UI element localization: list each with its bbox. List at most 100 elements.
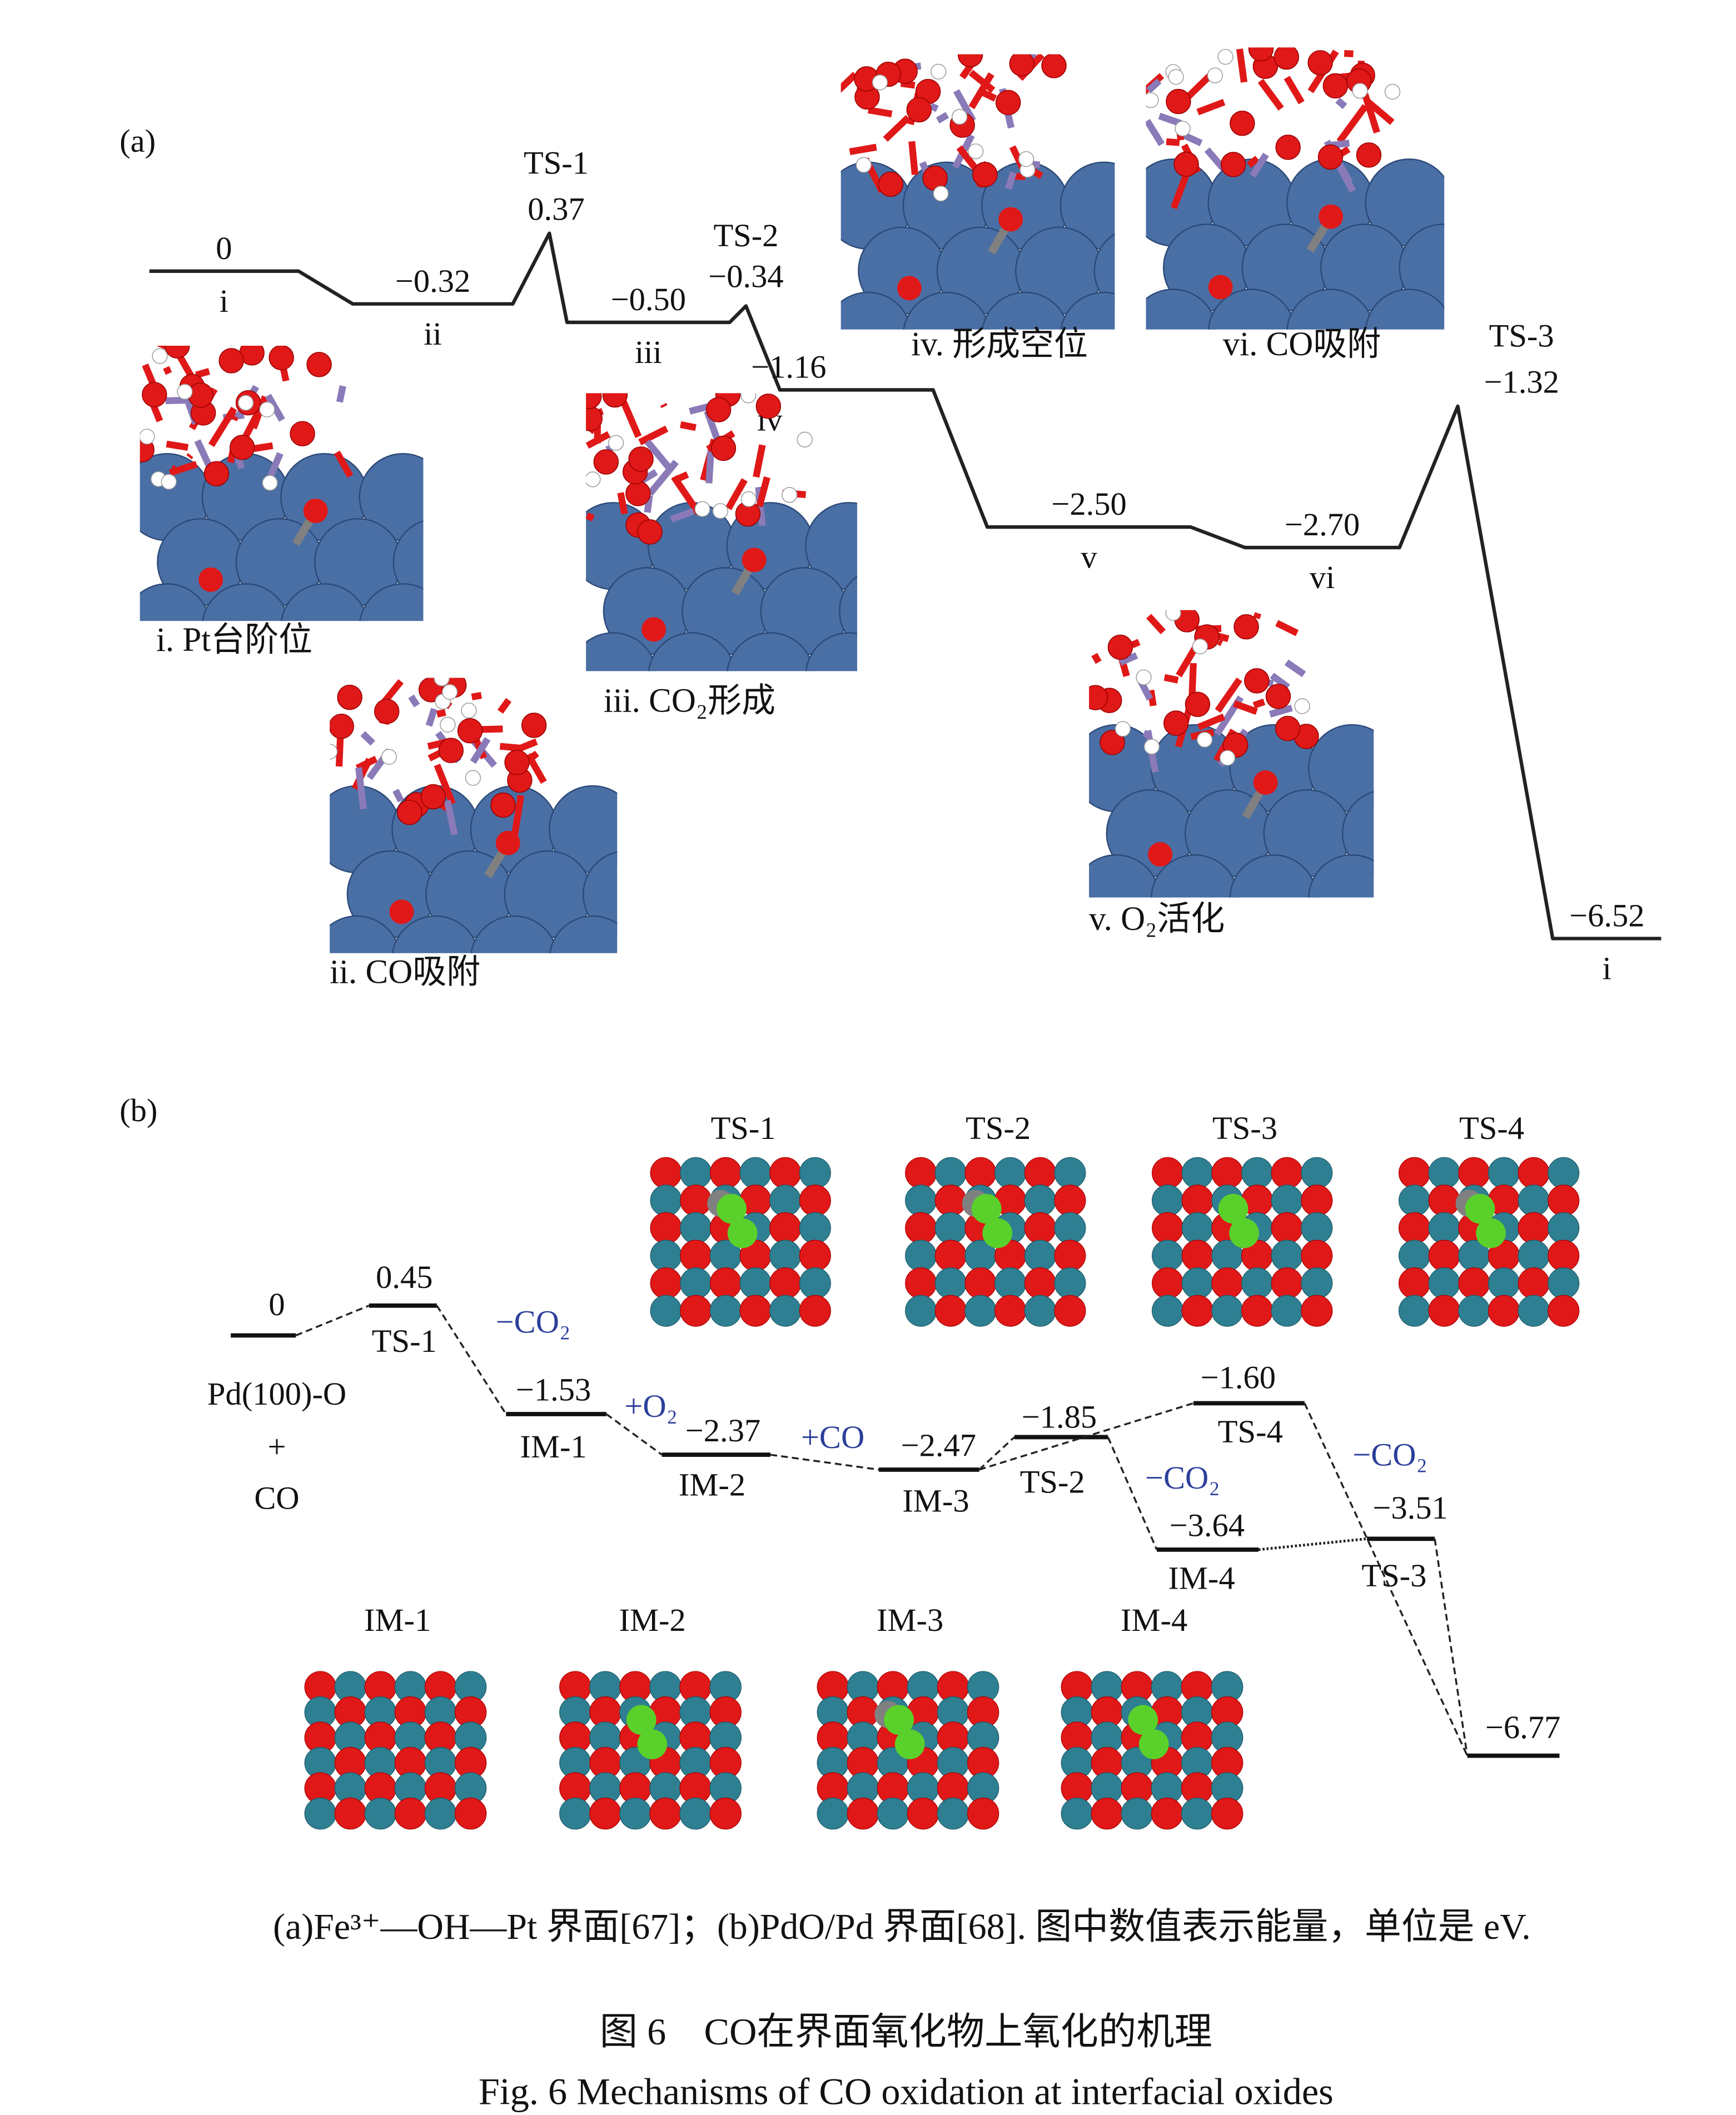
o-atom	[306, 352, 332, 377]
pd-atom	[1428, 1157, 1460, 1189]
h-atom	[855, 157, 872, 173]
pd-atom	[304, 1797, 337, 1830]
h-atom	[694, 501, 710, 517]
o-atom	[641, 617, 666, 642]
o-atom	[964, 1267, 997, 1300]
o-atom	[934, 1295, 967, 1327]
o-atom	[602, 393, 628, 408]
state-label-b: IM-3	[902, 1483, 969, 1519]
bond	[1250, 152, 1269, 178]
adsorbate-atom	[971, 1193, 1002, 1224]
start-state-label: +	[268, 1429, 286, 1465]
o-atom	[290, 421, 315, 446]
h-atom	[1143, 739, 1160, 755]
state-label-b: IM-1	[520, 1429, 586, 1465]
structure-caption: iv. 形成空位	[911, 326, 1088, 363]
pt-atom	[1286, 288, 1375, 330]
atomic-structure	[140, 345, 424, 621]
bond	[929, 103, 939, 112]
o-atom	[1548, 1295, 1580, 1327]
pd-atom	[680, 1267, 712, 1300]
bond	[1146, 614, 1166, 635]
bond	[444, 799, 458, 835]
pd-atom	[559, 1797, 591, 1830]
o-atom	[337, 684, 362, 710]
o-atom	[330, 713, 354, 739]
atomic-structure	[840, 54, 1115, 330]
pd-atom	[769, 1295, 802, 1327]
h-atom	[238, 395, 254, 411]
pd-atom	[964, 1295, 997, 1327]
pd-atom	[1271, 1295, 1303, 1327]
pt-atom	[982, 291, 1069, 330]
state-label-a: vi	[1310, 559, 1335, 595]
h-atom	[740, 491, 757, 507]
pd-atom	[1301, 1212, 1333, 1244]
pd-atom	[1054, 1267, 1086, 1300]
o-atom	[1151, 1797, 1183, 1830]
pd-atom	[709, 1295, 742, 1327]
atomic-structure	[1089, 610, 1374, 898]
o-atom	[1181, 1240, 1213, 1272]
adsorbate-atom	[894, 1729, 925, 1759]
structure-caption: vi. CO吸附	[1223, 326, 1381, 363]
energy-value-a: −2.70	[1285, 506, 1360, 543]
o-atom	[198, 567, 223, 592]
pt-atom	[586, 632, 657, 671]
bond	[470, 736, 491, 764]
h-atom	[1219, 750, 1236, 766]
pd-atom	[1024, 1295, 1056, 1327]
energy-path-a	[149, 231, 1662, 940]
o-atom	[799, 1185, 831, 1217]
atomic-structure	[330, 678, 618, 953]
pt-atom	[1093, 233, 1115, 308]
co-o-atom	[303, 499, 328, 524]
o-atom	[1274, 47, 1299, 70]
pd-atom	[1024, 1185, 1056, 1217]
h-atom	[1136, 669, 1152, 685]
bond	[1215, 677, 1242, 713]
o-atom	[897, 276, 922, 301]
h-atom	[608, 435, 624, 451]
o-atom	[1428, 1295, 1460, 1327]
bond	[227, 411, 240, 421]
h-atom	[262, 475, 278, 491]
pd-atom	[1398, 1185, 1430, 1217]
o-atom	[847, 1797, 879, 1830]
pd-atom	[1488, 1267, 1520, 1300]
connector-dash	[770, 1454, 879, 1471]
bond	[1091, 653, 1102, 664]
o-atom	[1024, 1212, 1056, 1244]
bond	[425, 708, 438, 727]
pd-atom	[1152, 1295, 1184, 1327]
bond	[336, 385, 346, 403]
o-atom	[769, 1267, 802, 1300]
state-label-a: v	[1081, 539, 1097, 575]
o-atom	[1398, 1267, 1430, 1300]
bond	[497, 698, 512, 714]
bond	[586, 431, 611, 449]
o-atom	[586, 393, 602, 409]
pt-atom	[202, 583, 290, 621]
bond	[705, 447, 715, 484]
o-atom	[1398, 1157, 1430, 1189]
h-atom	[1217, 49, 1233, 65]
o-atom	[334, 1797, 367, 1830]
h-atom	[441, 684, 458, 700]
bond	[670, 507, 695, 523]
pd-atom	[1548, 1267, 1580, 1300]
panel-label-a: (a)	[120, 123, 156, 159]
bond	[355, 767, 367, 810]
bond	[1196, 98, 1226, 116]
h-atom	[586, 471, 601, 487]
o-atom	[1100, 730, 1125, 755]
o-atom	[680, 1185, 712, 1217]
bond	[471, 691, 483, 700]
pd-atom	[769, 1185, 802, 1217]
o-atom	[650, 1212, 682, 1244]
state-label-b: IM-2	[679, 1466, 745, 1502]
o-atom	[650, 1157, 682, 1189]
bond	[1284, 659, 1306, 678]
pt-atom	[140, 583, 211, 621]
h-atom	[440, 716, 456, 733]
